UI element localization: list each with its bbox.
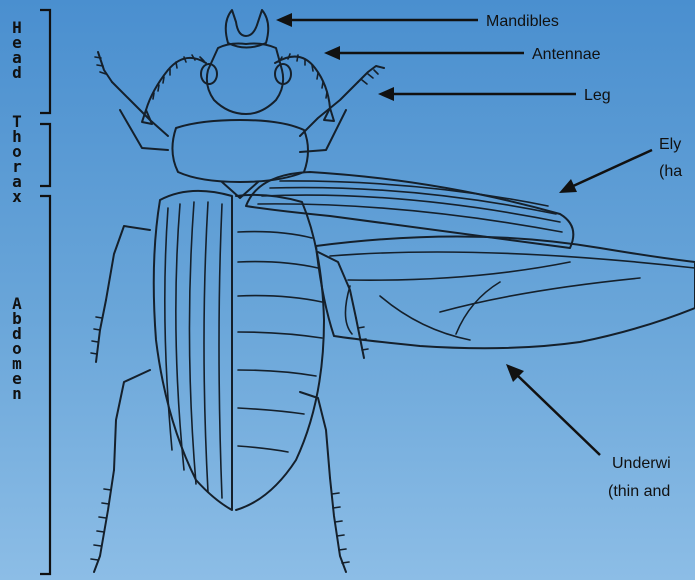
elytron-right-raised [246, 172, 573, 248]
mandibles-label: Mandibles [486, 13, 559, 30]
elytron-left-closed [154, 191, 232, 510]
antennae-label: Antennae [532, 46, 601, 63]
leg-pointer-arrowhead [378, 87, 394, 101]
front-leg-right [300, 66, 384, 152]
underwing-note-label: (thin and [608, 483, 670, 500]
underwing-pointer-line [517, 375, 600, 455]
mandibles [226, 10, 269, 48]
underwing-label: Underwi [612, 455, 671, 472]
head [207, 44, 283, 115]
hind-leg-left [91, 370, 150, 572]
underwing [316, 236, 695, 348]
antennae-pointer-arrowhead [324, 46, 340, 60]
middle-leg-left [91, 226, 150, 362]
elytra-pointer-line [571, 150, 652, 187]
hind-leg-right [300, 392, 349, 572]
antenna-left [142, 55, 206, 124]
elytra-label: Ely [659, 136, 681, 153]
mandibles-pointer-arrowhead [276, 13, 292, 27]
abdomen [236, 195, 324, 510]
front-leg-left [95, 52, 168, 150]
elytra-note-label: (ha [659, 163, 682, 180]
leg-label: Leg [584, 87, 611, 104]
abdomen-bracket [40, 196, 50, 574]
thorax [172, 120, 308, 182]
head-bracket [40, 10, 50, 113]
thorax-bracket [40, 124, 50, 186]
